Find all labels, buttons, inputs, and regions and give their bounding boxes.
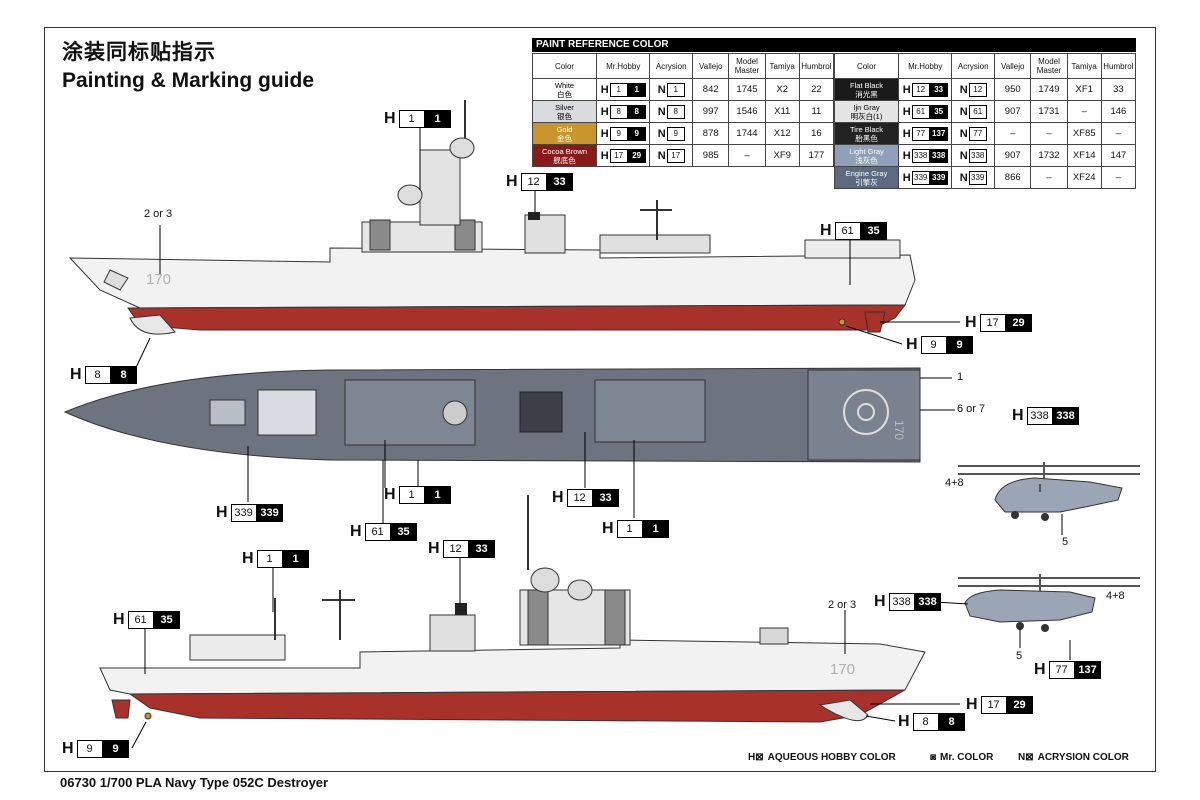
humbrol-code: 147 <box>1100 144 1137 167</box>
deck-number: 170 <box>892 420 906 440</box>
ship-side-view-top: 170 <box>68 100 916 335</box>
paint-table-header: PAINT REFERENCE COLOR <box>532 38 1136 52</box>
humbrol-code: – <box>1100 166 1137 189</box>
legend-mr-color: ◙Mr. COLOR <box>930 752 994 763</box>
paint-col-header: Humbrol <box>798 53 835 79</box>
humbrol-code: 22 <box>798 78 835 101</box>
model-master-code: – <box>728 144 766 167</box>
humbrol-code: 177 <box>798 144 835 167</box>
label-two-or-three-top: 2 or 3 <box>144 208 173 220</box>
hull-number-top: 170 <box>146 271 171 288</box>
label-four-eight-a: 4+8 <box>945 477 964 489</box>
label-five-b: 5 <box>1016 650 1023 662</box>
ship-side-view-bottom: 170 <box>99 495 926 723</box>
paint-col-header: Tamiya <box>1066 53 1102 79</box>
page-title-cn: 涂装同标贴指示 <box>62 40 216 64</box>
label-two-or-three-bottom: 2 or 3 <box>828 599 857 611</box>
paint-col-header: Mr.Hobby <box>898 53 953 79</box>
helicopter-bottom <box>958 574 1140 632</box>
paint-col-header: Acrysion <box>951 53 996 79</box>
footer-title: 06730 1/700 PLA Navy Type 052C Destroyer <box>60 775 329 790</box>
hull-number-bottom: 170 <box>830 661 855 678</box>
label-five-a: 5 <box>1062 536 1069 548</box>
model-master-code: – <box>1030 166 1068 189</box>
label-one: 1 <box>957 371 964 383</box>
helicopter-top <box>958 462 1140 521</box>
model-master-code: 1546 <box>728 100 766 123</box>
legend-acrysion: N⊠ACRYSION COLOR <box>1018 752 1129 763</box>
paint-col-header: Vallejo <box>994 53 1032 79</box>
paint-col-header: Model Master <box>1030 53 1068 79</box>
paint-col-header: Model Master <box>728 53 766 79</box>
paint-col-header: Color <box>833 53 900 79</box>
leader-lines <box>131 126 1071 749</box>
paint-col-header: Color <box>531 53 598 79</box>
label-six-or-seven: 6 or 7 <box>957 403 986 415</box>
ship-deck-view: 170 <box>63 367 921 463</box>
page-title: Painting & Marking guide <box>62 69 315 92</box>
legend-aqueous: H⊠AQUEOUS HOBBY COLOR <box>748 752 896 763</box>
label-four-eight-b: 4+8 <box>1106 590 1125 602</box>
page-border <box>44 27 1156 772</box>
